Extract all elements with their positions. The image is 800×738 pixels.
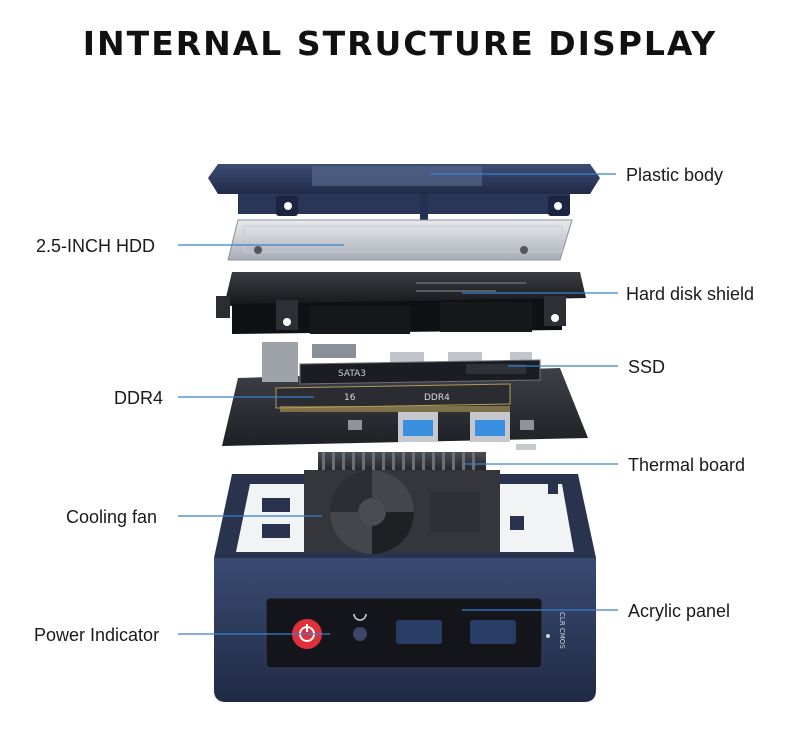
label-acrylic-panel: Acrylic panel — [628, 601, 731, 621]
clr-cmos-text: CLR CMOS — [558, 612, 566, 649]
label-ssd: SSD — [628, 357, 666, 377]
page-title: INTERNAL STRUCTURE DISPLAY — [82, 24, 718, 63]
hard-disk-shield-part — [216, 272, 586, 334]
label-ddr4: DDR4 — [114, 388, 164, 408]
label-plastic-body: Plastic body — [626, 165, 724, 185]
ram-size-text: 16 — [344, 393, 356, 403]
ram-type-text: DDR4 — [424, 393, 450, 403]
label-thermal-board: Thermal board — [628, 455, 746, 475]
case-part: CLR CMOS — [214, 470, 596, 702]
thermal-board-part — [318, 452, 486, 474]
label-cooling-fan: Cooling fan — [66, 507, 158, 527]
hdd-part — [227, 219, 573, 261]
label-hdd: 2.5-INCH HDD — [36, 236, 156, 256]
plastic-body-part — [208, 164, 600, 226]
ssd-slot-text: SATA3 — [338, 369, 366, 379]
label-hard-disk-shield: Hard disk shield — [626, 284, 755, 304]
label-power-indicator: Power Indicator — [34, 625, 160, 645]
motherboard-part: SATA3 16 DDR4 — [222, 342, 588, 450]
